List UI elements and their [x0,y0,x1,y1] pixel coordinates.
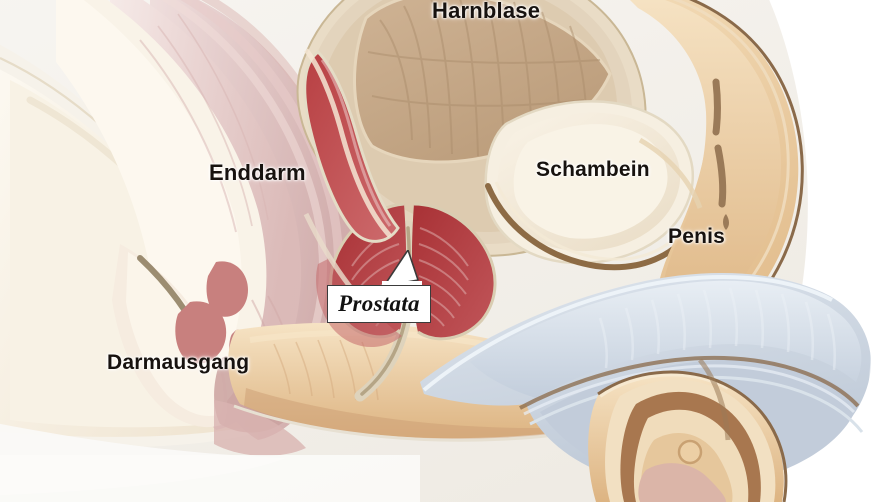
epididymis [638,463,726,502]
penis-corpus-cavernosum-upper [470,280,862,398]
abdominal-wall-inner [630,0,781,346]
inguinal-slit-upper [712,78,721,136]
inguinal-dot [723,214,729,230]
right-edge-fade [851,0,892,502]
penis-striations [598,287,836,371]
label-schambein: Schambein [536,158,650,181]
vas-deferens [304,48,392,238]
callout-label-prostata: Prostata [338,291,420,316]
callout-box-prostata: Prostata [327,285,431,323]
callout-pointer-prostata [382,250,422,290]
penis-urethra-line [519,355,860,410]
penis-urethra-highlight [523,364,856,416]
anal-canal-lumen [126,252,224,416]
pubic-bone-inner-shade [513,124,668,239]
label-darmausgang: Darmausgang [107,351,250,374]
spermatic-cord [698,358,731,441]
seminal-vesicle-outline [303,50,400,243]
testis-hilum-circle [677,439,703,465]
label-harnblase: Harnblase [432,0,541,23]
suspensory-ligament [638,137,703,209]
scrotum-outline [597,370,788,502]
bottom-white-fade [0,455,420,502]
prostate-capsule-right [413,202,497,341]
seminal-vesicle [304,52,398,242]
seminal-vesicle-lobules [320,59,392,227]
pubic-arc-highlight [494,181,688,261]
inguinal-slit-lower [714,144,727,208]
prostate-right-lobe [411,204,496,339]
penis-ventral-outline [529,375,864,433]
penis-dorsal-outline [422,275,833,392]
label-penis: Penis [668,225,726,248]
hemorrhoid-cushion-lower [175,301,227,364]
perianal-skin [214,400,306,456]
pubic-bone-outline [484,100,694,265]
label-enddarm: Enddarm [209,160,306,185]
hemorrhoid-cushion-upper [206,261,248,317]
